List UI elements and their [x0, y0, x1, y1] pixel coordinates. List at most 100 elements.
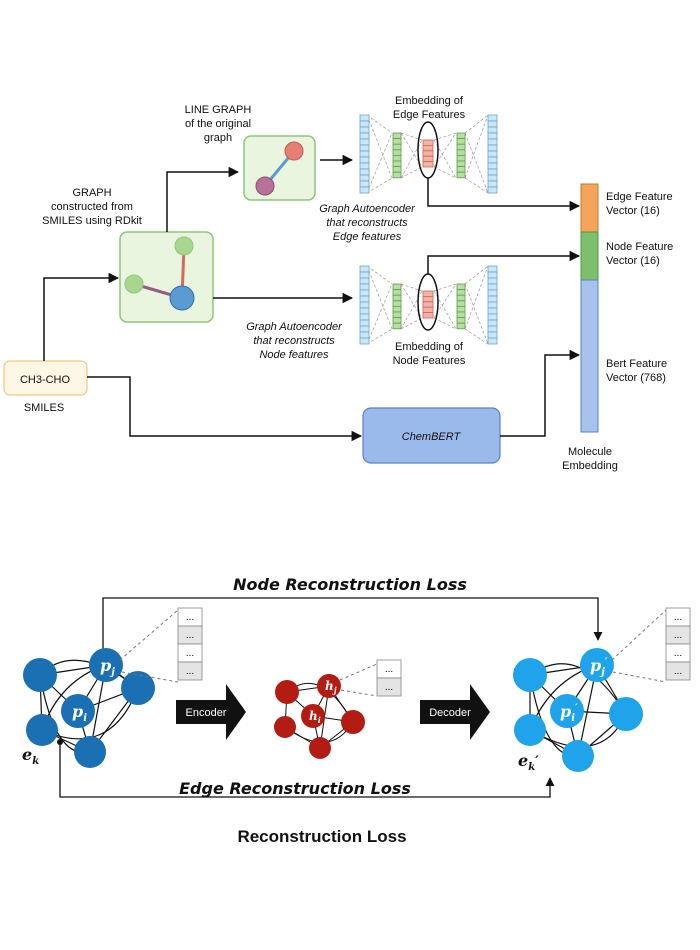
output-node-pj	[580, 648, 614, 682]
edge-ae-input-layer-cell	[359, 138, 370, 146]
smiles-box	[3, 360, 88, 396]
node-ae-hidden1-layer-cell	[392, 322, 402, 330]
chembert-to-vector-arrow	[500, 349, 581, 437]
edge-ae-input-layer	[359, 114, 370, 194]
encoder-arrow	[176, 684, 246, 740]
node-vec-label-line2: Vector (16)	[606, 255, 660, 267]
edge-ae-hidden2-layer-cell	[456, 132, 466, 139]
node-ae-hidden1-layer-cell	[392, 294, 402, 302]
smiles-label: SMILES	[24, 402, 64, 414]
edge-ae-input-layer-cell	[359, 180, 370, 188]
output-node-1	[513, 658, 547, 692]
node-ae-hidden2-layer-cell	[456, 289, 466, 296]
output-feature-stack-cells-dots: ...	[674, 648, 682, 659]
edge-ae-bottleneck-layer-cell	[422, 161, 434, 168]
edge-ae-label-line3: Edge features	[333, 231, 402, 243]
edge-ae-hidden1-layer-cell	[392, 138, 402, 145]
edge-ae-input-layer-cell	[359, 126, 370, 134]
input-feature-stack-cells-dots: ...	[186, 612, 194, 623]
node-ae-input-layer-cell	[359, 307, 370, 315]
node-ae-hidden2-layer-cell	[456, 305, 466, 313]
edge-ae-input-layer-cell	[359, 186, 370, 194]
molecule-label-line1: Molecule	[568, 446, 612, 458]
graph-label-line1: GRAPH	[72, 187, 111, 199]
edge-ae-input-layer-cell	[359, 174, 370, 182]
output-node-4	[609, 697, 643, 731]
edge-ae-hidden1-layer-cell	[392, 171, 402, 179]
node-ae-input-layer-cell	[359, 337, 370, 345]
edge-loss-arrow	[59, 742, 555, 798]
decoder-arrow	[420, 684, 490, 740]
input-node-1	[23, 658, 57, 692]
latent-feature-stack-cells-dots: ...	[385, 682, 393, 693]
node-ae-output-layer-cell	[487, 277, 498, 285]
node-ae-input-layer-cell	[359, 313, 370, 321]
edge-ae-hidden2-layer	[456, 132, 466, 179]
input-node-6	[74, 736, 106, 768]
node-ae-hidden1-layer-cell	[392, 283, 402, 290]
node-ae-hidden1-layer-cell	[392, 289, 402, 296]
edge-ae-hidden1-layer-cell	[392, 154, 402, 162]
graph-to-linegraph-arrow	[166, 166, 240, 232]
edge-ae-label-line1: Graph Autoencoder	[319, 203, 416, 215]
edge-ae-input-layer-cell	[359, 120, 370, 128]
edge-ae-output-layer-cell	[487, 156, 498, 164]
latent-node-hj	[317, 674, 341, 698]
node-ae-bottleneck-layer-cell	[422, 295, 434, 303]
bert-vec-label-line2: Vector (768)	[606, 372, 666, 384]
edge-ae-hidden2-layer-cell	[456, 149, 466, 156]
chembert-label: ChemBERT	[402, 431, 462, 443]
node-embedding-label-line1: Embedding of	[395, 341, 464, 353]
output-node-5	[514, 714, 546, 746]
node-ae-input-layer-cell	[359, 289, 370, 297]
pi-label: pi	[72, 702, 87, 724]
node-loss-label: Node Reconstruction Loss	[233, 575, 467, 594]
node-ae-hidden1-layer-cell	[392, 317, 402, 324]
graph-label-line3: SMILES using RDkit	[42, 215, 142, 227]
bert-vec-label-line1: Bert Feature	[606, 358, 667, 370]
output-feature-stack-cells-dots: ...	[674, 612, 682, 623]
edge-ae-output-layer-cell	[487, 120, 498, 128]
hi-label: hi	[309, 709, 321, 725]
encoder-label: Encoder	[186, 707, 227, 719]
molecule-label-line2: Embedding	[562, 460, 618, 472]
smiles-to-graph-arrow	[43, 272, 120, 361]
edge-ae-input-layer-cell	[359, 162, 370, 170]
edge-ae-output-layer-cell	[487, 180, 498, 188]
node-ae-output-layer-cell	[487, 289, 498, 297]
latent-node-hi	[301, 704, 325, 728]
edge-ae-hidden1-layer-cell	[392, 132, 402, 139]
output-feature-stack-cells-cell	[665, 661, 691, 681]
node-ae-input-layer-cell	[359, 295, 370, 303]
edge-ae-bottleneck-layer-cell	[422, 139, 434, 146]
graph-node-3	[169, 285, 195, 311]
node-ae-output-layer-cell	[487, 325, 498, 333]
output-node-pi	[550, 694, 584, 728]
latent-feature-stack-cells-dots: ...	[385, 664, 393, 675]
input-feature-stack-cells-cell	[177, 661, 203, 681]
node-ae-output-layer-cell	[487, 337, 498, 345]
latent-graph	[274, 663, 378, 759]
edge-ae-bottleneck-layer-cell	[422, 144, 434, 152]
edge-ae-hidden2-layer-cell	[456, 138, 466, 145]
edge-ae-output-layer-cell	[487, 174, 498, 182]
input-node-pi	[61, 694, 95, 728]
edge-ae-input-layer-cell	[359, 168, 370, 176]
edge-feature-vector	[580, 183, 599, 233]
smiles-value: CH3-CHO	[20, 374, 71, 386]
edge-loss-label: Edge Reconstruction Loss	[179, 779, 411, 798]
node-ae-output-layer-cell	[487, 295, 498, 303]
edge-loss-start-dot	[57, 739, 63, 745]
edge-embedding-to-vector-arrow	[427, 178, 581, 212]
input-feature-stack	[119, 609, 179, 683]
output-feature-stack-cells-dots: ...	[674, 666, 682, 677]
node-ae-hidden1-layer	[392, 283, 402, 330]
edge-ae-hidden1-layer-cell	[392, 143, 402, 151]
edge-embedding-label-line1: Embedding of	[395, 95, 464, 107]
edge-ae-input-layer-cell	[359, 150, 370, 158]
edge-ae-input-layer-cell	[359, 114, 370, 122]
node-ae-output-layer-cell	[487, 319, 498, 327]
graph-label-line2: constructed from	[51, 201, 133, 213]
edge-ae-hidden2-layer-cell	[456, 166, 466, 173]
node-embedding-label-line2: Node Features	[393, 355, 466, 367]
